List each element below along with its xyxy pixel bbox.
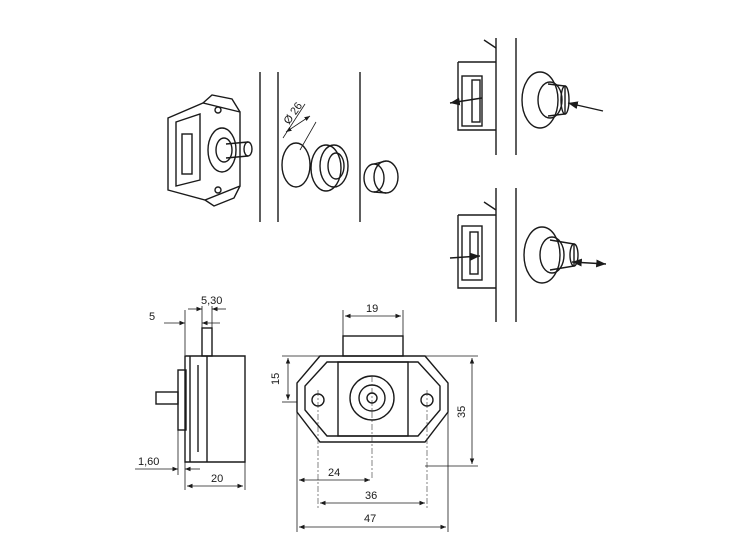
hole-diameter-annotation: Ø 26 [282, 100, 317, 151]
dim-front-hole-spacing: 36 [365, 490, 377, 502]
operation-view-locked [449, 38, 604, 155]
dim-front-offset: 24 [328, 467, 340, 479]
dim-side-depth: 20 [211, 473, 223, 485]
panel-lines [259, 72, 361, 222]
side-view: 5 5,30 1,60 20 [135, 295, 246, 490]
dim-front-button-width: 19 [366, 303, 378, 315]
dim-front-height: 35 [456, 406, 468, 418]
grommet-ring [310, 144, 349, 192]
dim-side-top-right: 5,30 [201, 295, 222, 307]
button-extended [521, 71, 570, 129]
button-retracted [523, 226, 579, 284]
front-view: 19 15 35 24 36 47 [270, 303, 478, 532]
dim-front-total-width: 47 [364, 513, 376, 525]
dim-side-top-left: 5 [149, 311, 155, 323]
panel-hole [281, 142, 311, 188]
latch-body-iso [167, 94, 253, 207]
operation-view-released [449, 188, 607, 322]
push-button-iso [363, 160, 399, 194]
dim-front-height-small: 15 [270, 373, 282, 385]
hole-diameter-label: Ø 26 [282, 100, 306, 126]
assembly-view: Ø 26 [167, 72, 399, 222]
dim-side-bottom-small: 1,60 [138, 456, 159, 468]
